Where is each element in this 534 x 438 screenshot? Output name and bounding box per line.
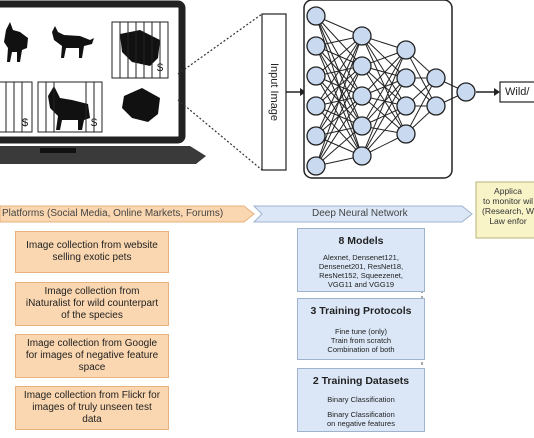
datasets-title: 2 Training Datasets xyxy=(312,375,410,387)
application-text: Applica to monitor wil (Research, W Law … xyxy=(476,186,534,226)
network-edge xyxy=(315,35,363,137)
input-image-label: Input Image xyxy=(268,62,280,122)
network-node xyxy=(352,86,372,106)
network-node xyxy=(396,124,416,144)
network-edge xyxy=(361,35,407,135)
dnn-label: Deep Neural Network xyxy=(312,208,408,219)
network-node xyxy=(306,156,326,176)
network-edge xyxy=(361,65,407,107)
platforms-label: Platforms (Social Media, Online Markets,… xyxy=(2,208,224,219)
output-label: Wild/ xyxy=(505,86,530,98)
network-node xyxy=(306,6,326,26)
fox-silhouette-icon xyxy=(4,22,28,62)
network-node xyxy=(456,82,476,102)
price-tag-1: $ xyxy=(157,62,164,74)
caged-animal-photo-left xyxy=(0,81,33,133)
protocols-line: Fine tune (only) xyxy=(334,327,388,336)
network-edge xyxy=(361,65,407,135)
network-node xyxy=(306,66,326,86)
network-node xyxy=(396,68,416,88)
price-tag-3: $ xyxy=(91,117,98,129)
models-line: ResNet152, Squeezenet, xyxy=(319,271,403,280)
caged-fennec-photo xyxy=(37,81,103,133)
network-nodes xyxy=(306,6,476,176)
platforms-banner xyxy=(0,205,255,223)
network-node xyxy=(352,146,372,166)
collection-box-inaturalist: Image collection from iNaturalist for wi… xyxy=(15,282,169,326)
network-node xyxy=(306,36,326,56)
glider-silhouette-icon xyxy=(122,88,160,122)
models-line: Densenet201, ResNet18, xyxy=(318,262,404,271)
network-node xyxy=(306,96,326,116)
collection-box-flickr: Image collection from Flickr for images … xyxy=(15,386,169,430)
network-edge xyxy=(315,35,363,167)
output-box xyxy=(499,81,534,103)
datasets-list: Binary Classification Binary Classificat… xyxy=(298,395,424,428)
protocols-list: Fine tune (only) Train from scratch Comb… xyxy=(298,327,424,354)
application-line: to monitor wil xyxy=(482,196,534,206)
network-node xyxy=(306,126,326,146)
network-edge xyxy=(315,95,363,167)
collection-box-exotic-pets: Image collection from website selling ex… xyxy=(15,231,169,273)
network-node xyxy=(426,68,446,88)
application-line: (Research, W xyxy=(482,206,534,216)
protocols-line: Train from scratch xyxy=(330,336,392,345)
models-list: Alexnet, Densenet121, Densenet201, ResNe… xyxy=(298,253,424,289)
network-node xyxy=(396,40,416,60)
datasets-line: Binary Classification xyxy=(327,395,395,404)
network-edge xyxy=(405,77,437,135)
network-edge xyxy=(361,35,407,79)
network-node xyxy=(352,116,372,136)
datasets-box: 2 Training Datasets Binary Classificatio… xyxy=(297,368,425,432)
models-title: 8 Models xyxy=(338,235,384,247)
caged-glider-photo xyxy=(111,21,169,79)
protocols-title: 3 Training Protocols xyxy=(310,305,412,317)
application-line: Law enfor xyxy=(489,216,527,226)
protocols-line: Combination of both xyxy=(327,345,395,354)
application-box xyxy=(475,181,534,239)
models-line: Alexnet, Densenet121, xyxy=(323,253,399,262)
network-node xyxy=(352,26,372,46)
input-image-box xyxy=(261,13,287,171)
models-box: 8 Models Alexnet, Densenet121, Densenet2… xyxy=(297,228,425,292)
datasets-line: on negative features xyxy=(327,419,395,428)
network-edge xyxy=(361,35,407,107)
collection-box-google: Image collection from Google for images … xyxy=(15,334,169,378)
network-edge xyxy=(315,65,363,167)
dnn-banner xyxy=(252,205,473,223)
models-line: VGG11 and VGG19 xyxy=(327,280,395,289)
jackal-silhouette-icon xyxy=(52,26,94,58)
network-edge xyxy=(361,49,407,127)
protocols-box: 3 Training Protocols Fine tune (only) Tr… xyxy=(297,298,425,360)
zoom-lines xyxy=(177,13,263,171)
network-edge xyxy=(361,49,407,157)
network-edge xyxy=(315,35,363,107)
price-tag-2: $ xyxy=(22,117,29,129)
network-edge xyxy=(315,35,363,77)
network-edge xyxy=(315,125,363,167)
network-node xyxy=(426,96,446,116)
network-edge xyxy=(361,105,407,157)
network-node xyxy=(352,56,372,76)
network-edge xyxy=(361,95,407,135)
network-node xyxy=(396,96,416,116)
network-edge xyxy=(361,77,407,157)
network-edge xyxy=(361,49,407,97)
datasets-line: Binary Classification xyxy=(327,410,395,419)
application-line: Applica xyxy=(494,186,522,196)
